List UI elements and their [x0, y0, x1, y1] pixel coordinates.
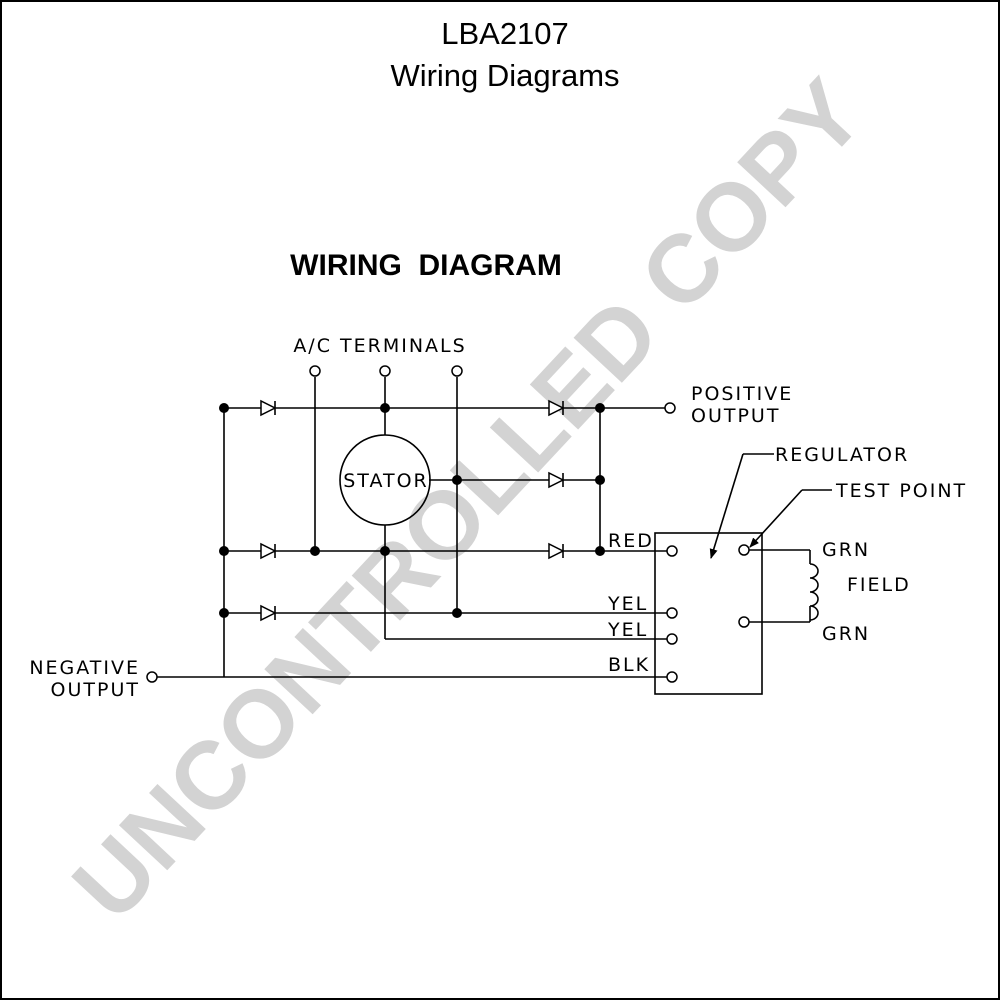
negative-output-label-line1: NEGATIVE: [29, 657, 140, 679]
diode: [548, 542, 565, 560]
positive-output-label-line1: POSITIVE: [691, 383, 793, 405]
leader-arrows: [709, 453, 832, 559]
ac-terminal: [309, 365, 321, 377]
wire-label-red: RED: [608, 530, 654, 552]
part-number-title: LBA2107: [441, 16, 569, 51]
diode: [260, 604, 277, 622]
junction-dots: [219, 403, 605, 618]
diodes: [260, 399, 565, 622]
positive-output-label-line2: OUTPUT: [691, 405, 780, 427]
field-terminal: [738, 616, 750, 628]
field-label: FIELD: [847, 574, 911, 596]
terminals: [146, 365, 750, 683]
diode: [260, 399, 277, 417]
regulator-yel-terminal: [666, 633, 678, 645]
diode: [548, 471, 565, 489]
test-point-terminal: [738, 544, 750, 556]
wire-label-yel: YEL: [607, 619, 648, 641]
regulator-box: [654, 532, 763, 695]
wire-label-yel: YEL: [607, 593, 648, 615]
diode: [548, 399, 565, 417]
positive-output-terminal: [664, 402, 676, 414]
ac-terminal: [379, 365, 391, 377]
regulator-label: REGULATOR: [775, 444, 909, 466]
negative-output-terminal: [146, 671, 158, 683]
page-subtitle: Wiring Diagrams: [390, 58, 619, 93]
wire-label-blk: BLK: [608, 654, 650, 676]
regulator-blk-terminal: [666, 671, 678, 683]
negative-output-label-line2: OUTPUT: [51, 679, 140, 701]
ac-terminal: [451, 365, 463, 377]
ac-terminals-label: A/C TERMINALS: [293, 335, 466, 357]
test-point-label: TEST POINT: [835, 480, 967, 502]
wire-label-grn: GRN: [822, 539, 870, 561]
stator-symbol: [339, 434, 431, 526]
watermark: UNCONTROLLED COPY: [53, 60, 884, 940]
regulator-yel-terminal: [666, 607, 678, 619]
wire-label-grn: GRN: [822, 623, 870, 645]
field-coil: [744, 549, 819, 623]
regulator-red-terminal: [666, 545, 678, 557]
stator-label: STATOR: [343, 470, 428, 492]
diode: [260, 542, 277, 560]
diagram-heading: WIRING DIAGRAM: [290, 249, 562, 282]
